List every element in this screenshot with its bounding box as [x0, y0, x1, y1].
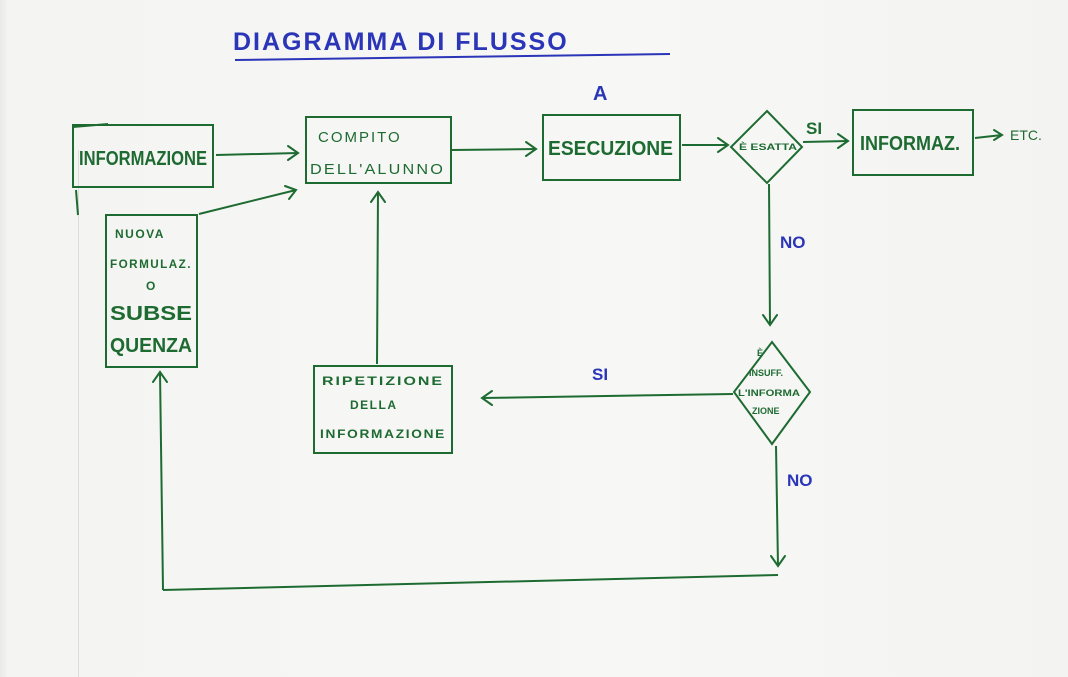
node-esecuzione — [542, 114, 681, 181]
arrow-insuff-no-loop-back — [152, 370, 786, 591]
arrow-ripetizione-up-to-compito — [370, 190, 386, 365]
node-nuova-label-3: O — [146, 279, 157, 293]
title-underline — [234, 53, 671, 61]
node-nuova-label-5: QUENZA — [110, 335, 192, 357]
arrow-decision-no-down — [762, 183, 778, 327]
node-compito-label-1: COMPITO — [318, 129, 402, 146]
diagram-title: DIAGRAMMA DI FLUSSO — [233, 28, 569, 56]
decision-insuff-label-2: INSUFF. — [749, 368, 783, 378]
node-ripetizione-label-2: DELLA — [350, 398, 398, 412]
arrow-decision-si-to-informaz — [802, 133, 850, 149]
node-nuova-label-1: NUOVA — [115, 227, 165, 241]
edge-label-si-1: SI — [806, 119, 822, 138]
decision-e-esatta — [729, 109, 804, 185]
node-nuova-formulazione — [105, 214, 198, 368]
node-etc-label: ETC. — [1010, 127, 1042, 143]
node-informazione — [72, 124, 214, 188]
arrow-esecuzione-to-decision — [682, 137, 730, 153]
node-ripetizione-label-1: RIPETIZIONE — [322, 374, 444, 388]
arrow-compito-to-esecuzione — [451, 141, 538, 157]
arrow-informazione-to-compito — [215, 145, 300, 161]
node-ripetizione-label-3: INFORMAZIONE — [320, 427, 446, 441]
node-informazione-label: INFORMAZIONE — [79, 148, 207, 170]
edge-label-si-2: SI — [592, 365, 608, 384]
node-compito-label-2: DELL'ALUNNO — [310, 161, 445, 178]
decision-insufficiente — [732, 340, 812, 446]
node-informaz-label: INFORMAZ. — [860, 133, 960, 155]
left-frame-mark — [72, 123, 109, 130]
node-compito — [305, 116, 452, 184]
arrow-nuova-to-compito — [198, 185, 298, 215]
edge-label-no-1: NO — [780, 233, 806, 252]
left-frame-stub — [75, 189, 79, 216]
edge-label-no-2: NO — [787, 471, 813, 490]
node-nuova-label-4: SUBSE — [110, 303, 192, 325]
node-ripetizione — [313, 365, 453, 454]
decision-e-esatta-label: È ESATTA — [739, 142, 798, 152]
node-esecuzione-label: ESECUZIONE — [548, 138, 673, 160]
paper-fold-line — [78, 150, 79, 677]
arrow-informaz-to-etc — [974, 129, 1004, 141]
arrow-insuff-si-to-ripetizione — [480, 390, 734, 406]
node-informaz — [852, 109, 974, 176]
decision-insuff-label-1: È — [757, 348, 763, 358]
decision-insuff-label-4: ZIONE — [752, 406, 780, 416]
node-nuova-label-2: FORMULAZ. — [110, 257, 192, 271]
decision-insuff-label-3: L'INFORMA — [738, 388, 801, 398]
marker-a: A — [593, 83, 607, 105]
